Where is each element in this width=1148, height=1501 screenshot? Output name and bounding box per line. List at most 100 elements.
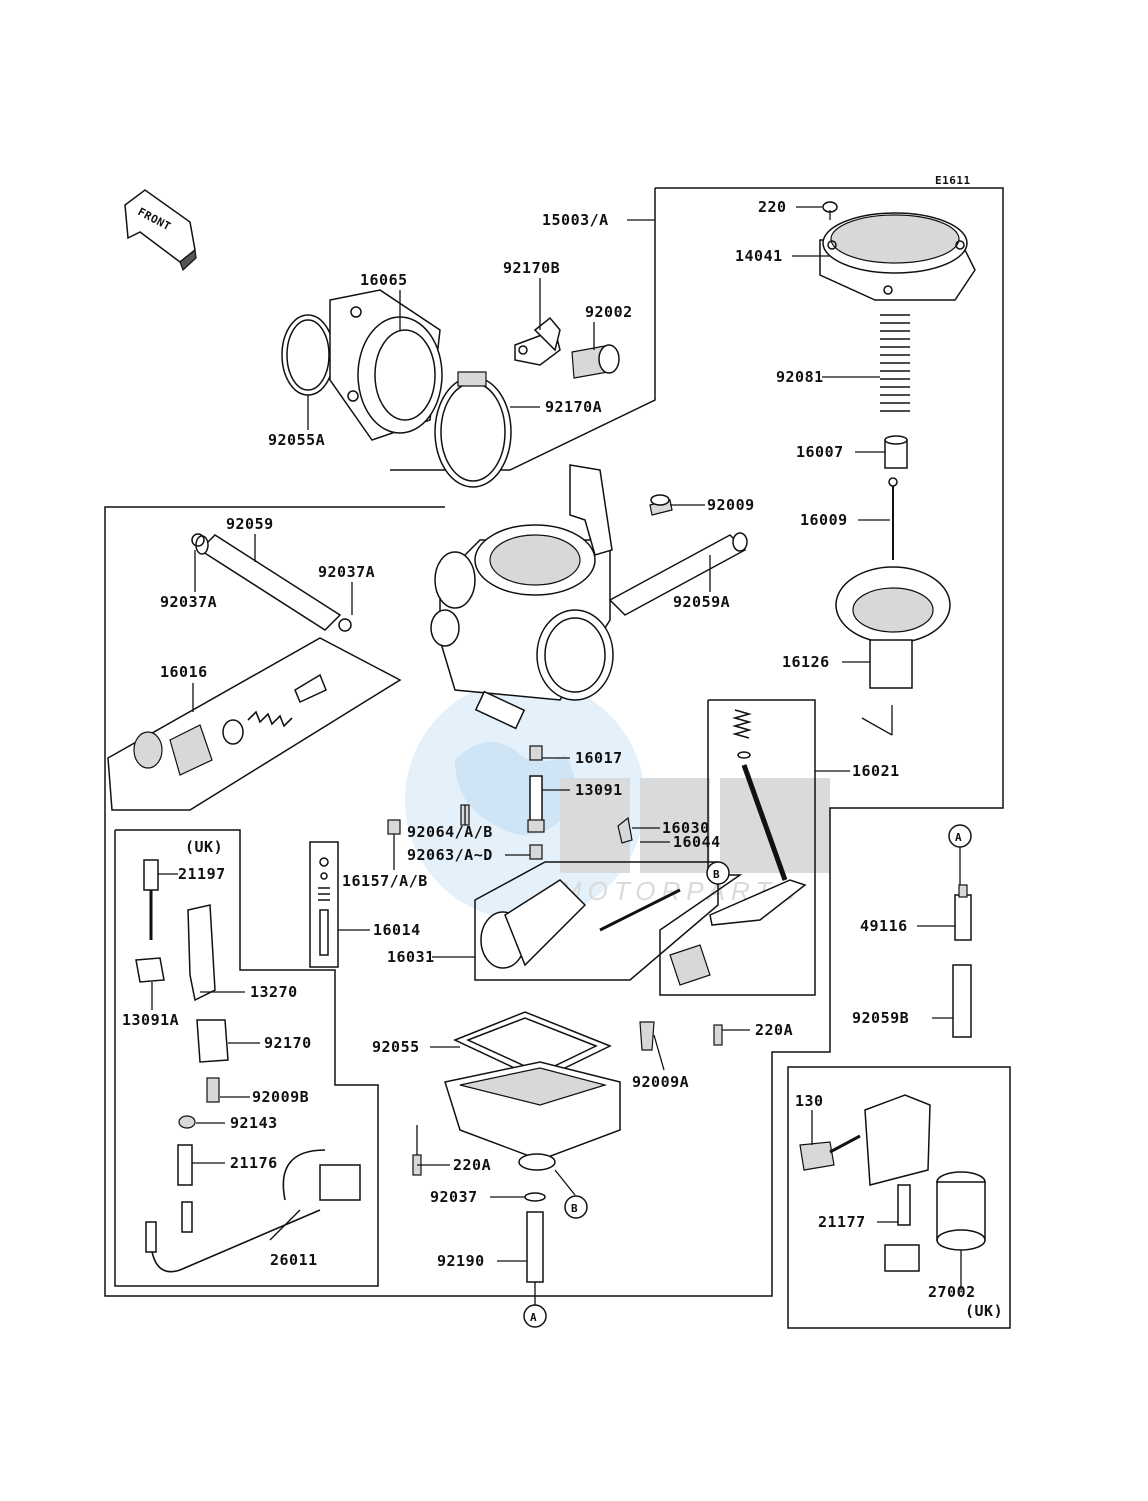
part-16009-jet-needle bbox=[888, 477, 898, 560]
label-92037a-left: 92037A bbox=[160, 593, 217, 611]
part-26011-harness bbox=[145, 1149, 361, 1273]
label-92002: 92002 bbox=[585, 303, 633, 321]
label-92009b: 92009B bbox=[252, 1088, 309, 1106]
label-16031: 16031 bbox=[387, 948, 435, 966]
part-220a-screw-right bbox=[713, 1024, 723, 1046]
label-16021: 16021 bbox=[852, 762, 900, 780]
part-21197-valve bbox=[143, 859, 159, 940]
label-16126: 16126 bbox=[782, 653, 830, 671]
label-16007: 16007 bbox=[796, 443, 844, 461]
part-130-bolt bbox=[799, 1134, 861, 1171]
label-92170a: 92170A bbox=[545, 398, 602, 416]
part-92170b-stay bbox=[514, 316, 561, 366]
part-92170-clamp bbox=[196, 1019, 229, 1063]
watermark-logo: MOTORPARTS bbox=[405, 680, 830, 920]
ref-a-top-label: A bbox=[955, 831, 962, 844]
part-92063-jet bbox=[529, 844, 543, 860]
part-92059-tube bbox=[191, 533, 342, 631]
label-21177: 21177 bbox=[818, 1213, 866, 1231]
label-92037: 92037 bbox=[430, 1188, 478, 1206]
part-14041-top-cover bbox=[819, 212, 976, 301]
label-49116: 49116 bbox=[860, 917, 908, 935]
part-float-chamber bbox=[444, 1061, 621, 1171]
label-92143: 92143 bbox=[230, 1114, 278, 1132]
label-16030: 16030 bbox=[662, 819, 710, 837]
label-21197: 21197 bbox=[178, 865, 226, 883]
label-16009: 16009 bbox=[800, 511, 848, 529]
label-92055a: 92055A bbox=[268, 431, 325, 449]
part-92190-hose bbox=[526, 1211, 544, 1283]
front-arrow-icon: FRONT bbox=[124, 189, 197, 272]
label-130: 130 bbox=[795, 1092, 824, 1110]
part-21177-switch bbox=[864, 1094, 931, 1272]
label-92055: 92055 bbox=[372, 1038, 420, 1056]
box-uk-wiring bbox=[114, 829, 379, 1287]
ref-a-top: A bbox=[948, 824, 972, 848]
ref-b-upper: B bbox=[706, 861, 730, 885]
part-13091a-clip bbox=[135, 957, 165, 983]
label-13091: 13091 bbox=[575, 781, 623, 799]
diagram-code: E1611 bbox=[935, 174, 971, 187]
part-16021-throttle-stop bbox=[669, 709, 807, 986]
part-13270-bracket bbox=[187, 904, 216, 1002]
ref-b-upper-label: B bbox=[713, 868, 720, 881]
label-16014: 16014 bbox=[373, 921, 421, 939]
part-92009a-drain-screw bbox=[639, 1021, 655, 1051]
label-21176: 21176 bbox=[230, 1154, 278, 1172]
label-92059a: 92059A bbox=[673, 593, 730, 611]
part-92143-collar bbox=[178, 1115, 196, 1129]
part-92037a-clip bbox=[338, 618, 352, 632]
label-92059b: 92059B bbox=[852, 1009, 909, 1027]
label-13091a: 13091A bbox=[122, 1011, 179, 1029]
label-uk-top: (UK) bbox=[185, 838, 223, 856]
label-16157: 16157/A/B bbox=[342, 872, 428, 890]
assembly-outline bbox=[104, 187, 1004, 1297]
part-16030-float-valve bbox=[617, 816, 633, 844]
label-92064: 92064/A/B bbox=[407, 823, 493, 841]
part-27002-relay bbox=[936, 1171, 986, 1251]
label-16016: 16016 bbox=[160, 663, 208, 681]
part-16017-jet bbox=[529, 745, 543, 761]
label-16017: 16017 bbox=[575, 749, 623, 767]
watermark-continent bbox=[455, 742, 576, 835]
leader-lines bbox=[151, 206, 962, 1305]
part-labels: 15003/A 220 14041 92081 16007 16009 1612… bbox=[122, 198, 1003, 1320]
part-13091-needle-jet bbox=[527, 775, 545, 833]
part-92037-clip bbox=[524, 1192, 546, 1202]
watermark-letter-e bbox=[640, 778, 710, 873]
label-92009: 92009 bbox=[707, 496, 755, 514]
label-26011: 26011 bbox=[270, 1251, 318, 1269]
part-16157-jet bbox=[387, 819, 401, 835]
part-16065-holder bbox=[281, 289, 512, 488]
part-92055-gasket bbox=[453, 1011, 612, 1081]
part-92081-spring bbox=[880, 314, 910, 412]
label-92063: 92063/A~D bbox=[407, 846, 493, 864]
part-21176-heater bbox=[177, 1144, 193, 1186]
part-16126-vacuum-piston bbox=[835, 566, 951, 689]
part-16014-pilot-screw bbox=[318, 857, 330, 956]
label-14041: 14041 bbox=[735, 247, 783, 265]
part-220-screw bbox=[822, 201, 838, 220]
box-sensors bbox=[787, 1066, 1011, 1329]
part-92009-screw bbox=[649, 494, 673, 516]
box-16016 bbox=[107, 637, 402, 811]
label-92170: 92170 bbox=[264, 1034, 312, 1052]
box-16014 bbox=[309, 841, 339, 968]
part-16031-float bbox=[480, 879, 681, 969]
part-16007-needle-holder bbox=[884, 435, 908, 469]
part-92059b-hose bbox=[952, 964, 972, 1038]
label-220a-right: 220A bbox=[755, 1021, 793, 1039]
part-92059a-tube bbox=[608, 532, 748, 616]
part-92002-bolt bbox=[571, 344, 620, 379]
label-15003: 15003/A bbox=[542, 211, 609, 229]
box-16031 bbox=[474, 861, 719, 981]
label-16044: 16044 bbox=[673, 833, 721, 851]
label-92190: 92190 bbox=[437, 1252, 485, 1270]
label-92170b: 92170B bbox=[503, 259, 560, 277]
label-92037a-right: 92037A bbox=[318, 563, 375, 581]
part-16016-starter-plunger bbox=[133, 673, 327, 776]
label-220: 220 bbox=[758, 198, 787, 216]
label-13270: 13270 bbox=[250, 983, 298, 1001]
